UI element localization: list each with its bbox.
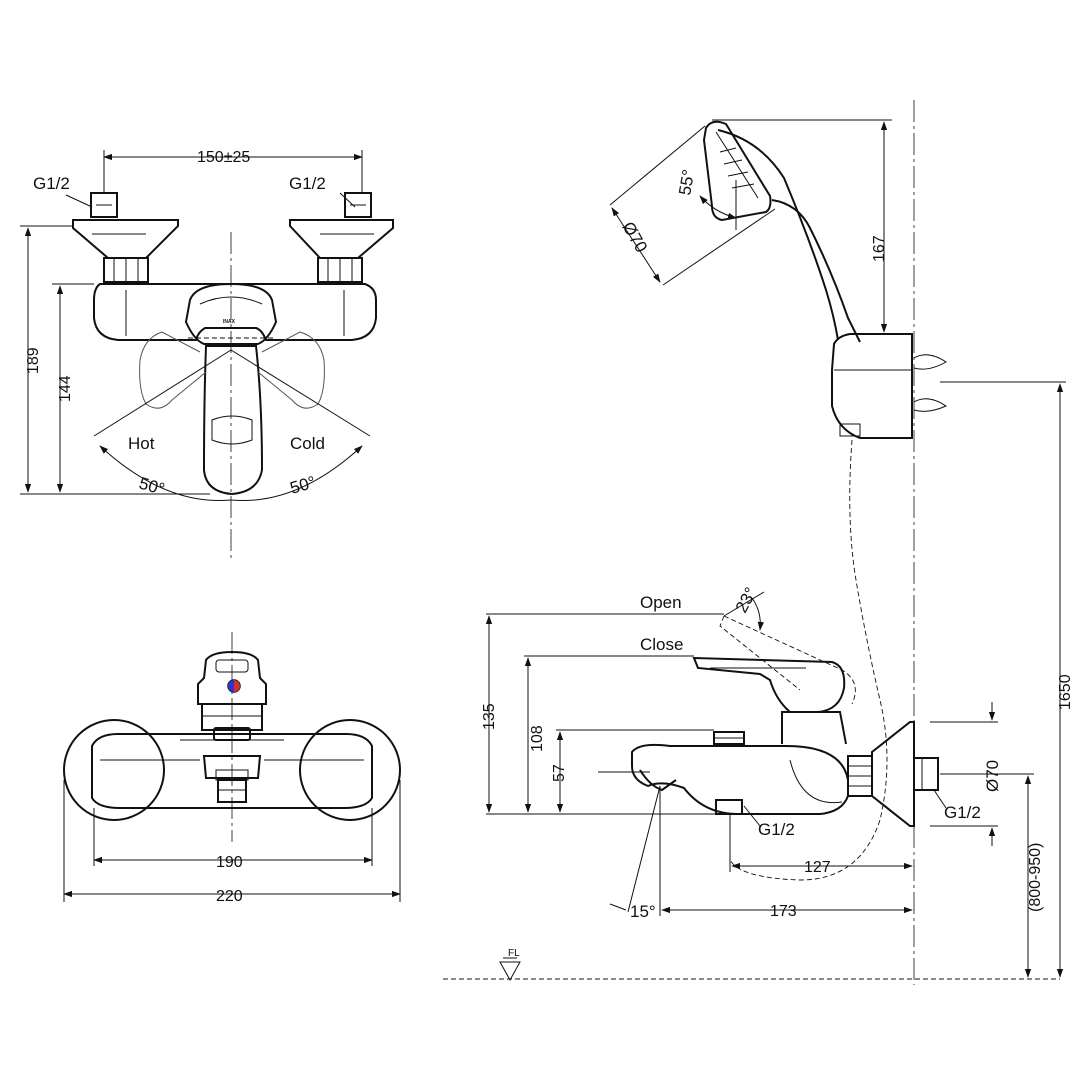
inlet-right-thread: G1/2 xyxy=(289,174,326,193)
open-label: Open xyxy=(640,593,682,612)
head-angle: 55° xyxy=(675,168,698,197)
dim-holder-height: 1650 xyxy=(1057,674,1074,710)
angle-cold: 50° xyxy=(288,472,318,497)
dim-127: 127 xyxy=(804,859,831,876)
dim-outer-width: 220 xyxy=(216,888,243,905)
lever-angle: 23° xyxy=(732,584,761,616)
flange-diameter: Ø70 xyxy=(983,760,1002,792)
dim-108: 108 xyxy=(529,725,546,752)
dim-135: 135 xyxy=(481,703,498,730)
inlet-left-thread: G1/2 xyxy=(33,174,70,193)
handshower-view: 55° Ø70 167 xyxy=(609,119,948,881)
dim-57: 57 xyxy=(551,764,568,782)
hot-label: Hot xyxy=(128,434,155,453)
dim-inlet-spacing: 150±25 xyxy=(197,149,250,166)
head-diameter: Ø70 xyxy=(619,219,652,256)
dim-mount-range: (800-950) xyxy=(1027,843,1044,912)
angle-hot: 50° xyxy=(137,474,167,499)
dim-173: 173 xyxy=(770,903,797,920)
outlet-thread: G1/2 xyxy=(758,820,795,839)
front-view: INAX 150±25 G1/2 G1/2 189 144 Hot Cold 5… xyxy=(20,149,394,560)
flange-thread: G1/2 xyxy=(944,803,981,822)
dim-height-body: 144 xyxy=(57,375,74,402)
side-view: FL xyxy=(443,100,1074,985)
dim-height-total: 189 xyxy=(25,347,42,374)
floor-label: FL xyxy=(508,948,520,959)
dim-head-height: 167 xyxy=(871,235,888,262)
dim-inner-width: 190 xyxy=(216,854,243,871)
bottom-view: 190 220 xyxy=(63,632,401,905)
spout-angle: 15° xyxy=(630,902,656,921)
close-label: Close xyxy=(640,635,683,654)
handle-marking: INAX xyxy=(223,319,236,325)
cold-label: Cold xyxy=(290,434,325,453)
